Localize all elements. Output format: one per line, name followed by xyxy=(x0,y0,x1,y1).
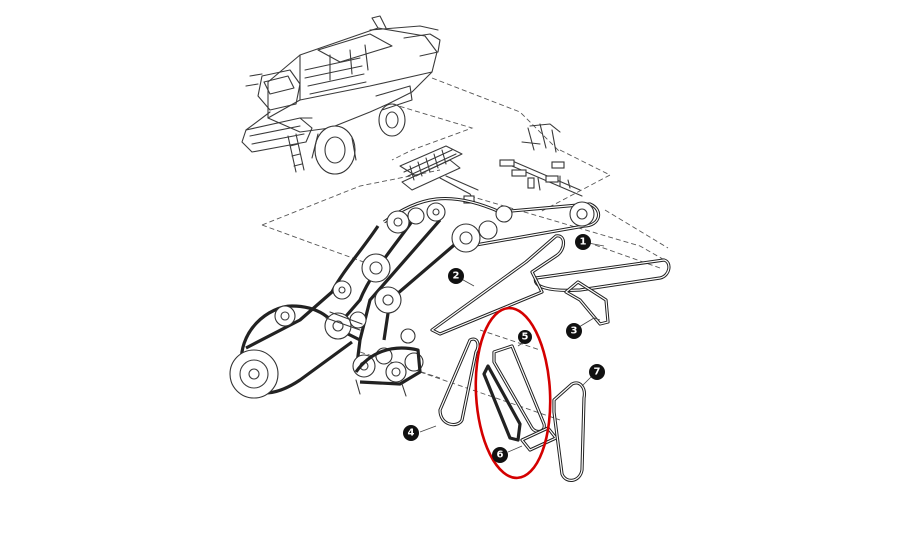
belt-1 xyxy=(533,258,671,292)
svg-text:6: 6 xyxy=(497,450,504,461)
callout-3: 3 xyxy=(566,323,582,339)
belt-6 xyxy=(520,426,558,452)
svg-text:2: 2 xyxy=(453,271,460,282)
callout-2: 2 xyxy=(448,268,464,284)
beater-assembly-illustration xyxy=(499,123,583,197)
drive-system-assembly xyxy=(229,196,601,399)
belt-2 xyxy=(430,234,566,336)
callout-4: 4 xyxy=(403,425,419,441)
belt-3 xyxy=(564,280,610,326)
callout-1: 1 xyxy=(575,234,591,250)
svg-text:4: 4 xyxy=(408,428,415,439)
svg-text:7: 7 xyxy=(594,367,601,378)
combine-harvester-illustration xyxy=(241,15,441,175)
sieve-parts-illustration xyxy=(399,145,479,205)
svg-text:5: 5 xyxy=(522,332,529,343)
belt-4 xyxy=(438,337,480,427)
assembly-guide-lines xyxy=(261,77,669,421)
callout-6: 6 xyxy=(492,447,508,463)
belt-5 xyxy=(482,344,546,442)
belt-7 xyxy=(552,381,586,482)
highlight-ellipse xyxy=(474,306,552,480)
callout-5: 5 xyxy=(518,330,532,344)
callout-7: 7 xyxy=(589,364,605,380)
svg-text:1: 1 xyxy=(580,237,587,248)
svg-text:3: 3 xyxy=(571,326,578,337)
